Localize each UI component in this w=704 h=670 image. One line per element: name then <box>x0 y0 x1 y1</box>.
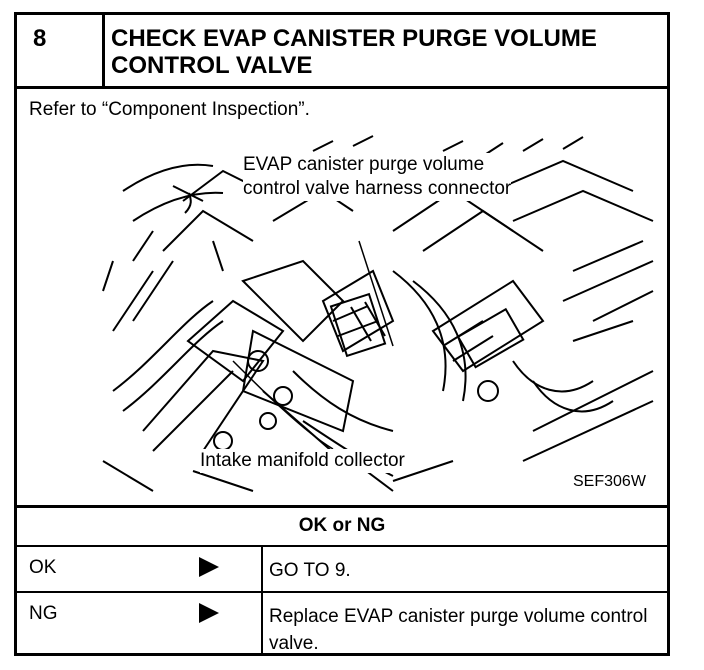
result-heading: OK or NG <box>298 515 386 536</box>
step-number: 8 <box>33 25 47 52</box>
arrow-right-icon <box>199 603 219 623</box>
result-heading-row: OK or NG <box>17 505 667 545</box>
step-title: CHECK EVAP CANISTER PURGE VOLUME CONTROL… <box>111 25 597 79</box>
callout-line-2: control valve harness connector <box>243 178 512 199</box>
instruction-text: Refer to “Component Inspection”. <box>29 99 310 120</box>
purge-valve-connector-callout: EVAP canister purge volume control valve… <box>243 153 512 201</box>
step-header: 8 CHECK EVAP CANISTER PURGE VOLUME CONTR… <box>17 15 667 89</box>
inspection-step-table: 8 CHECK EVAP CANISTER PURGE VOLUME CONTR… <box>14 12 670 656</box>
callout-line-1: EVAP canister purge volume <box>243 154 485 175</box>
intake-manifold-callout: Intake manifold collector <box>200 449 405 473</box>
figure-code: SEF306W <box>573 473 646 490</box>
column-divider <box>261 593 263 656</box>
step-number-cell: 8 <box>17 15 105 86</box>
result-row-ok: OK GO TO 9. <box>17 545 667 591</box>
result-action-ng: Replace EVAP canister purge volume contr… <box>269 606 648 654</box>
result-label-ng: NG <box>29 603 58 624</box>
result-action-ok: GO TO 9. <box>269 560 351 581</box>
result-row-ng: NG Replace EVAP canister purge volume co… <box>17 591 667 656</box>
result-label-ok: OK <box>29 557 57 578</box>
column-divider <box>261 547 263 591</box>
arrow-right-icon <box>199 557 219 577</box>
